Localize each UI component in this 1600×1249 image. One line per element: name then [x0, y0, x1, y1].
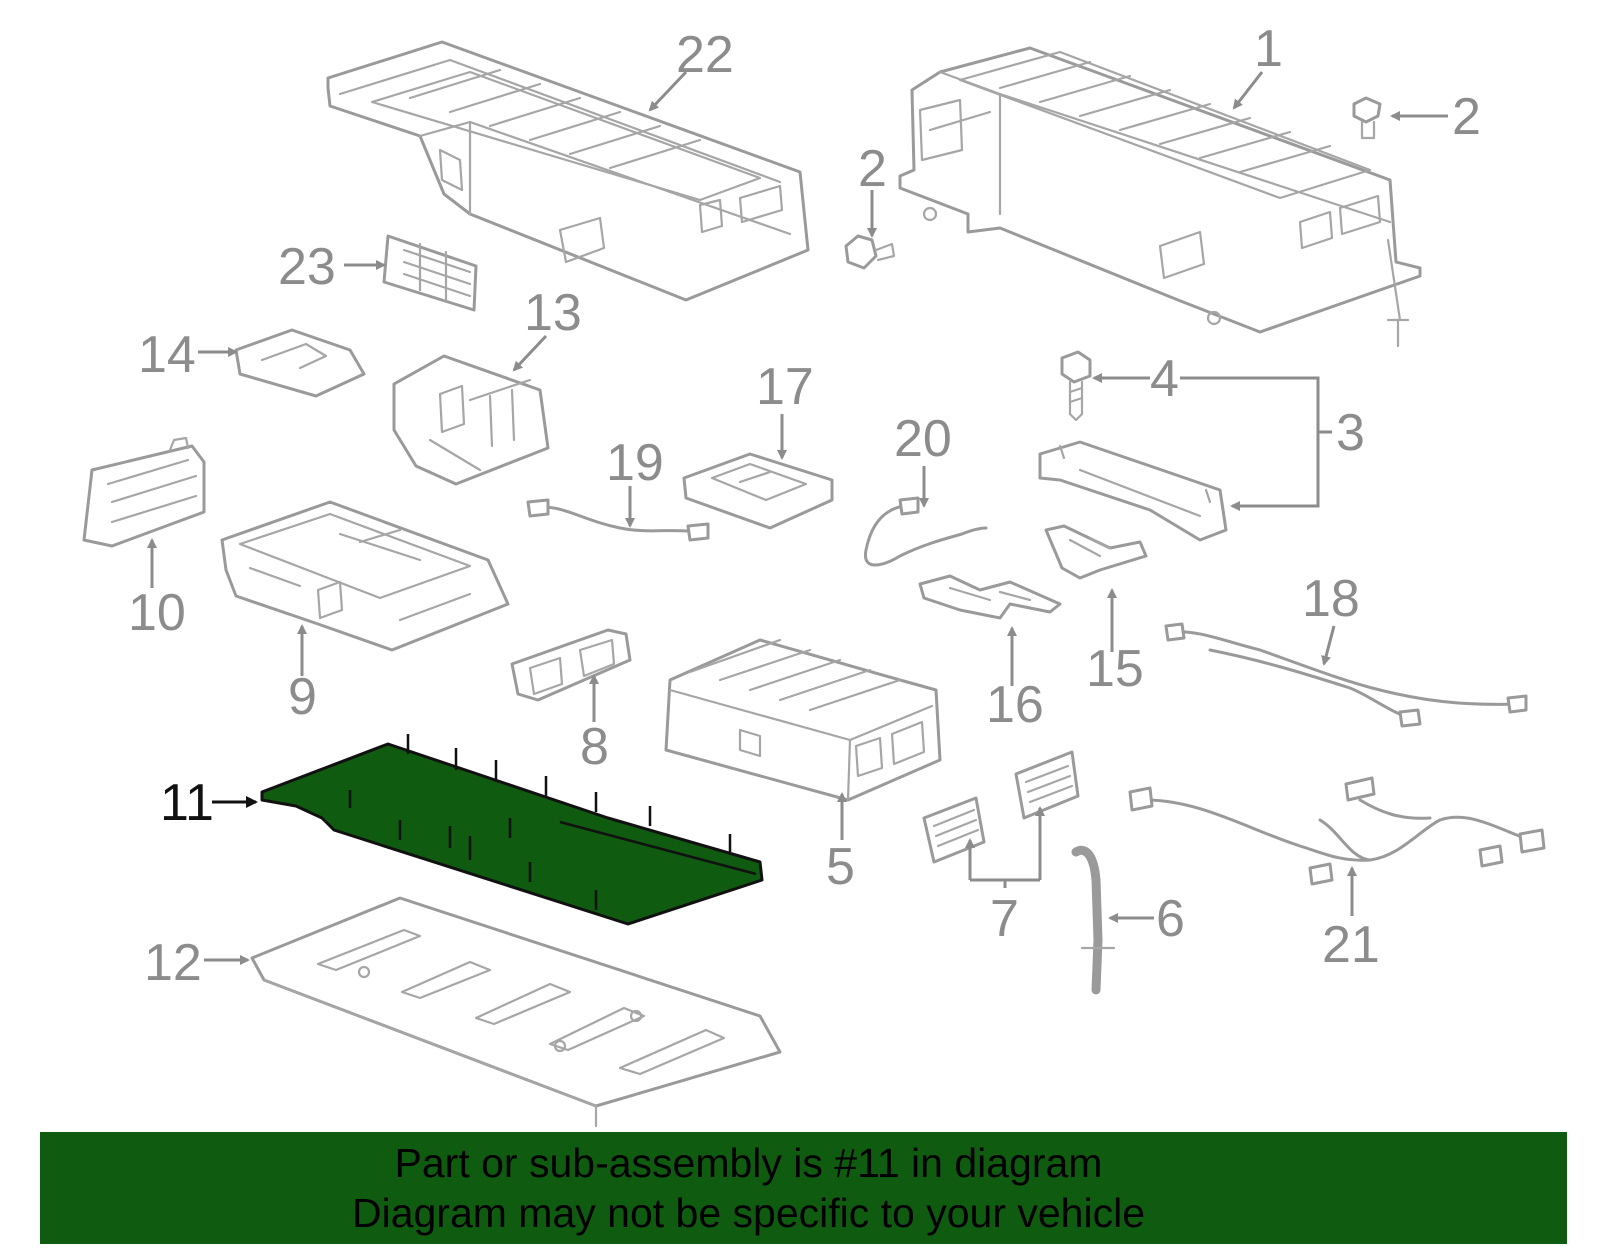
part-10-bracket: [82, 436, 206, 548]
part-20-wire: [863, 496, 988, 567]
part-14-cover: [234, 328, 366, 398]
part-22-battery-assembly: [326, 40, 810, 302]
callouts: 22 1 2 2 23 13 14 4 3 17 20 19 10 9 18 1…: [128, 20, 1481, 992]
callout-8: 8: [580, 718, 609, 776]
callout-5: 5: [826, 838, 855, 896]
part-4-bolt: [1060, 350, 1092, 422]
part-5-battery-section: [664, 638, 942, 802]
part-3-bracket: [1038, 440, 1228, 542]
callout-6: 6: [1156, 890, 1185, 948]
banner-line-part: Part or sub-assembly is #11 in diagram: [394, 1140, 1103, 1186]
part-8-vent: [510, 628, 632, 702]
callout-18: 18: [1302, 570, 1360, 628]
leader-lines: [147, 70, 1448, 965]
callout-3: 3: [1336, 404, 1365, 462]
part-7-vents: [922, 750, 1080, 864]
callout-7: 7: [990, 890, 1019, 948]
part-13-module: [392, 354, 550, 486]
part-16-bracket: [918, 574, 1062, 620]
part-6-tube: [1071, 845, 1116, 995]
callout-10: 10: [128, 584, 186, 642]
callout-12: 12: [144, 934, 202, 992]
part-2-bolt-right: [1352, 96, 1382, 140]
info-banner: Part or sub-assembly is #11 in diagram D…: [40, 1132, 1567, 1244]
part-1-battery-assembly: [898, 46, 1422, 348]
callout-17: 17: [756, 358, 814, 416]
part-18-wire: [1164, 622, 1528, 728]
callout-1: 1: [1254, 20, 1283, 78]
callout-16: 16: [986, 676, 1044, 734]
callout-19: 19: [606, 434, 664, 492]
part-9-controller: [220, 500, 510, 652]
part-12-floor-tray: [250, 896, 782, 1128]
callout-9: 9: [288, 668, 317, 726]
callout-13: 13: [524, 284, 582, 342]
part-2-bolt-left: [844, 234, 896, 270]
callout-14: 14: [138, 326, 196, 384]
callout-11-highlighted: 11: [160, 774, 214, 832]
part-21-harness: [1128, 776, 1546, 886]
banner-line-disclaimer: Diagram may not be specific to your vehi…: [351, 1190, 1145, 1236]
part-19-wire: [526, 498, 710, 542]
callout-4: 4: [1150, 350, 1179, 408]
part-23-label: [382, 234, 478, 312]
callout-22: 22: [676, 26, 734, 84]
callout-23: 23: [278, 238, 336, 296]
callout-20: 20: [894, 410, 952, 468]
callout-15: 15: [1086, 640, 1144, 698]
callout-21: 21: [1322, 916, 1380, 974]
part-17-board: [682, 452, 834, 530]
callout-2-right: 2: [1452, 88, 1481, 146]
part-15-bracket: [1044, 524, 1148, 580]
part-11-tray-highlighted: [260, 734, 764, 926]
callout-2-left: 2: [858, 140, 887, 198]
